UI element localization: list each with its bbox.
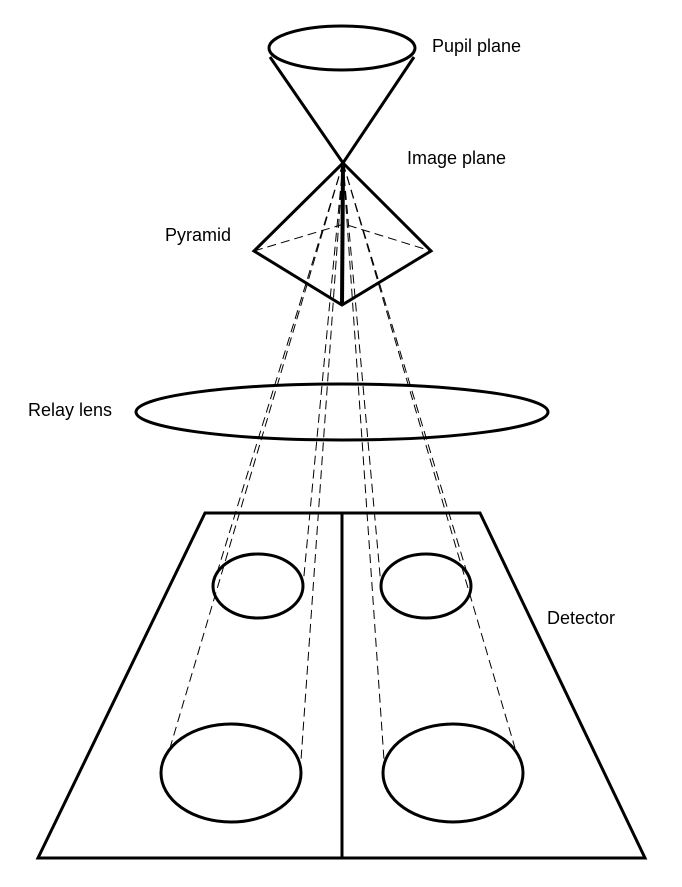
pyramid-hidden-edges xyxy=(253,223,432,252)
pupil-image-top-left xyxy=(211,552,305,620)
pupil-plane-ellipse xyxy=(267,24,417,72)
ray xyxy=(302,162,344,587)
pyramid-front-edge xyxy=(340,162,345,306)
pyramid xyxy=(251,160,434,307)
ray xyxy=(169,162,344,749)
detector xyxy=(35,511,648,860)
pyramid-label: Pyramid xyxy=(165,225,232,245)
ray xyxy=(342,162,385,761)
beam-rays xyxy=(169,162,516,761)
detector-outline xyxy=(35,511,648,860)
ray xyxy=(300,162,344,761)
pupil-image-bottom-left xyxy=(159,722,303,824)
detector-label: Detector xyxy=(547,608,616,628)
relay-lens-label: Relay lens xyxy=(28,400,113,420)
ray xyxy=(342,162,382,587)
pupil-plane-label: Pupil plane xyxy=(432,36,522,56)
image-plane-label: Image plane xyxy=(407,148,507,168)
pupil-cone-lines xyxy=(268,56,416,166)
ray xyxy=(212,162,344,587)
relay-lens-ellipse xyxy=(134,382,550,442)
pupil-image-top-right xyxy=(379,552,473,620)
ray xyxy=(342,162,516,749)
pupil-cone xyxy=(267,24,417,166)
ray xyxy=(342,162,472,587)
pupil-image-bottom-right xyxy=(381,722,525,824)
